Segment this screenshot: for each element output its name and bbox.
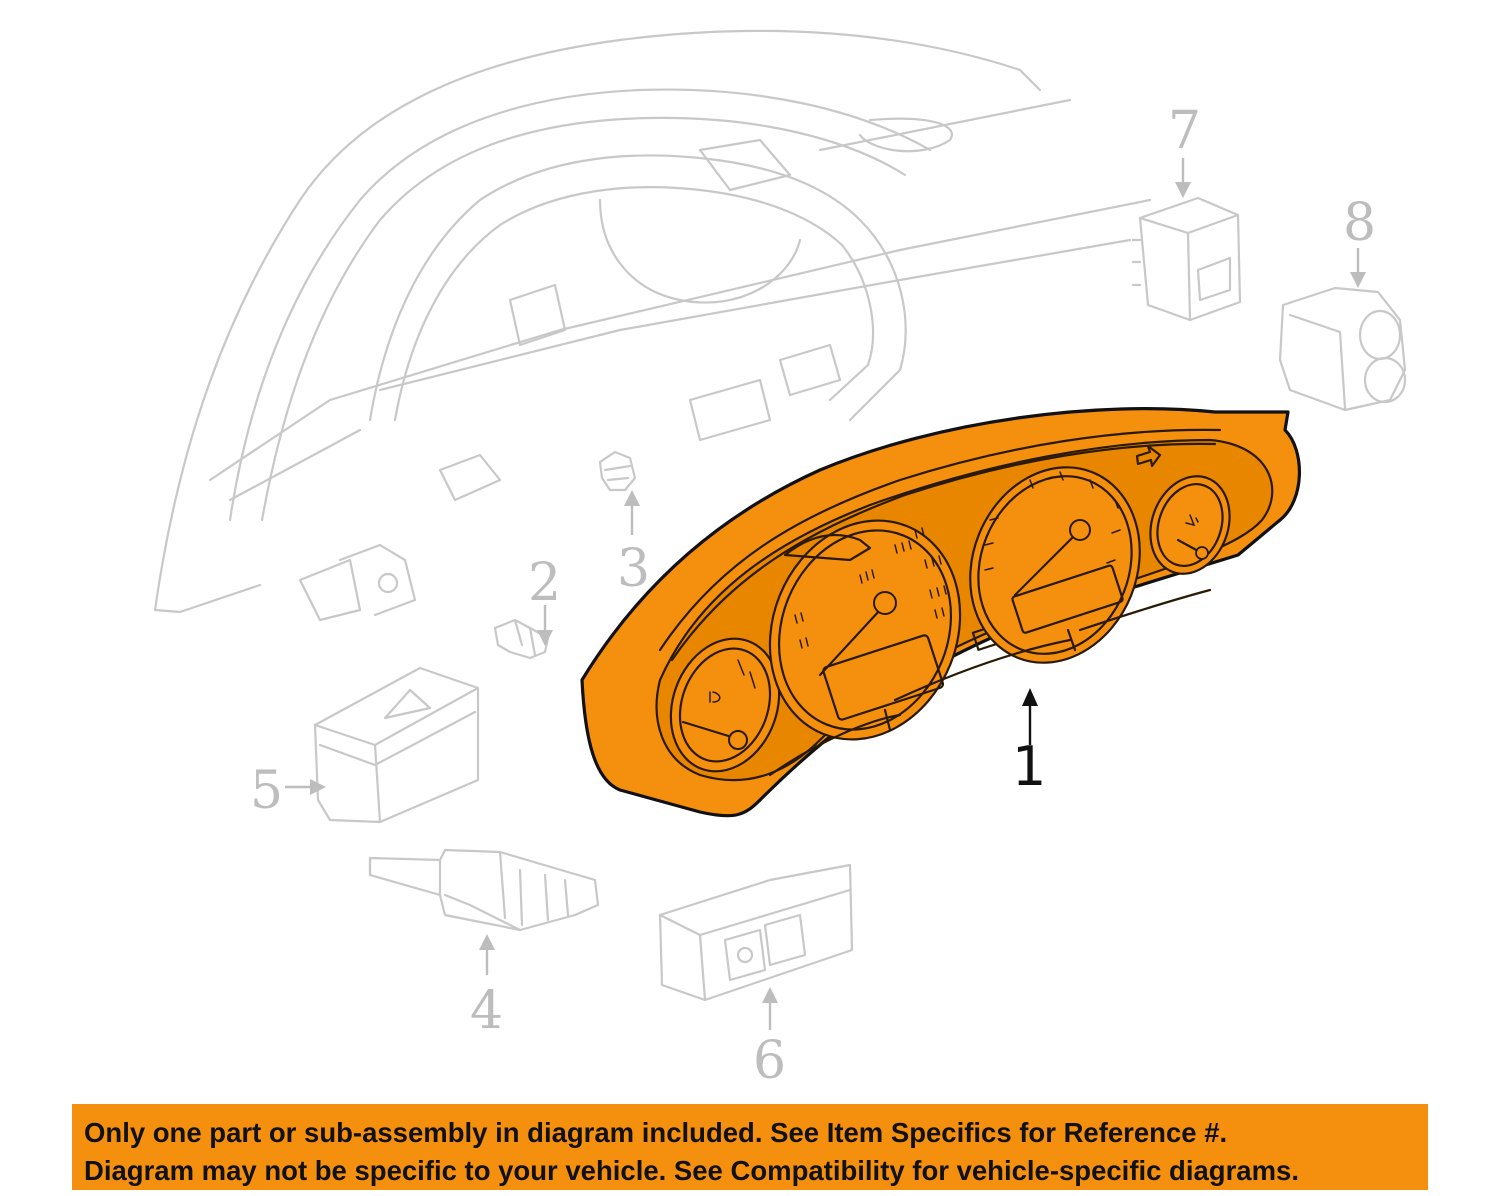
part-3-bulb[interactable] [598, 450, 637, 492]
part-4-switch[interactable] [368, 848, 600, 932]
callout-8[interactable]: 8 [1343, 193, 1376, 253]
callout-7[interactable]: 7 [1168, 101, 1201, 161]
callout-2[interactable]: 2 [528, 553, 561, 613]
callout-numbers: 1 2 3 4 5 6 7 8 [250, 101, 1376, 1090]
callout-6[interactable]: 6 [753, 1031, 786, 1090]
disclaimer-banner: Only one part or sub-assembly in diagram… [72, 1104, 1428, 1190]
disclaimer-line-2: Diagram may not be specific to your vehi… [84, 1155, 1299, 1186]
part-6-window-switch[interactable] [658, 863, 854, 1002]
callout-1[interactable]: 1 [1012, 735, 1046, 798]
callout-3[interactable]: 3 [617, 539, 650, 599]
part-7-rocker-switch[interactable] [1131, 196, 1242, 322]
part-5-hazard-switch[interactable] [313, 666, 480, 824]
callout-4[interactable]: 4 [470, 981, 503, 1041]
dashboard-outline [153, 29, 1152, 622]
disclaimer-line-1: Only one part or sub-assembly in diagram… [84, 1117, 1228, 1148]
part-8-knob-switch[interactable] [1278, 286, 1407, 412]
parts-diagram: 1 2 3 4 5 6 7 8 [153, 29, 1407, 1090]
callout-5[interactable]: 5 [250, 761, 283, 821]
instrument-cluster[interactable] [580, 407, 1302, 818]
part-2-clip[interactable] [493, 618, 550, 660]
callout-arrows [285, 158, 1366, 1030]
